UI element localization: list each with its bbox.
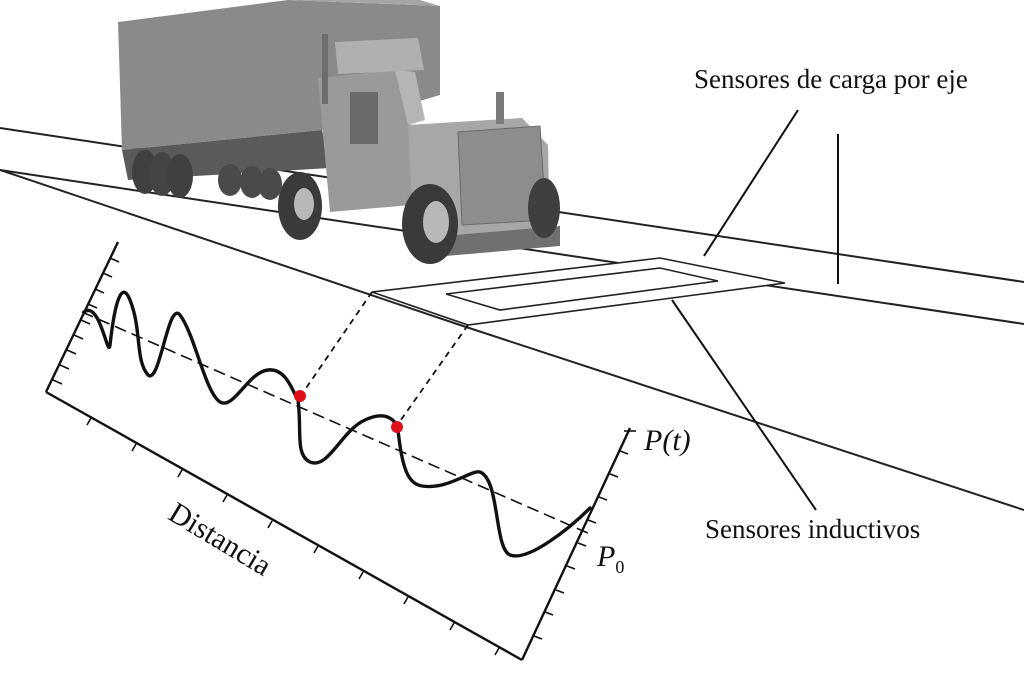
truck-icon [118,0,560,264]
force-axis-label: P(t) [644,424,691,457]
sensor-pad [371,257,786,326]
force-axis [520,427,632,661]
axle-load-strip [445,267,719,311]
axle-sensors-label: Sensores de carga por eje [694,64,968,94]
inductive-sensors-label: Sensores inductivos [705,514,921,544]
static-load-symbol: P [597,540,616,573]
inductive-sensor-marker [391,421,403,433]
road-near-edge [0,169,1024,511]
static-load-subscript: 0 [615,557,625,577]
axle-sensor-marker [294,390,306,402]
axle-sensor-leader [703,109,799,257]
axis-ticks [52,257,636,656]
projection-line-1 [301,291,373,395]
projection-lines [301,291,469,425]
static-load-reference [81,311,591,535]
inductive-sensor-leader [671,299,817,511]
left-vertical-axis [44,241,120,393]
distance-axis [45,390,523,662]
projection-line-2 [397,324,469,425]
callout-lines [671,109,839,511]
static-load-label: P0 [597,540,624,578]
load-plot-axes [44,241,632,662]
